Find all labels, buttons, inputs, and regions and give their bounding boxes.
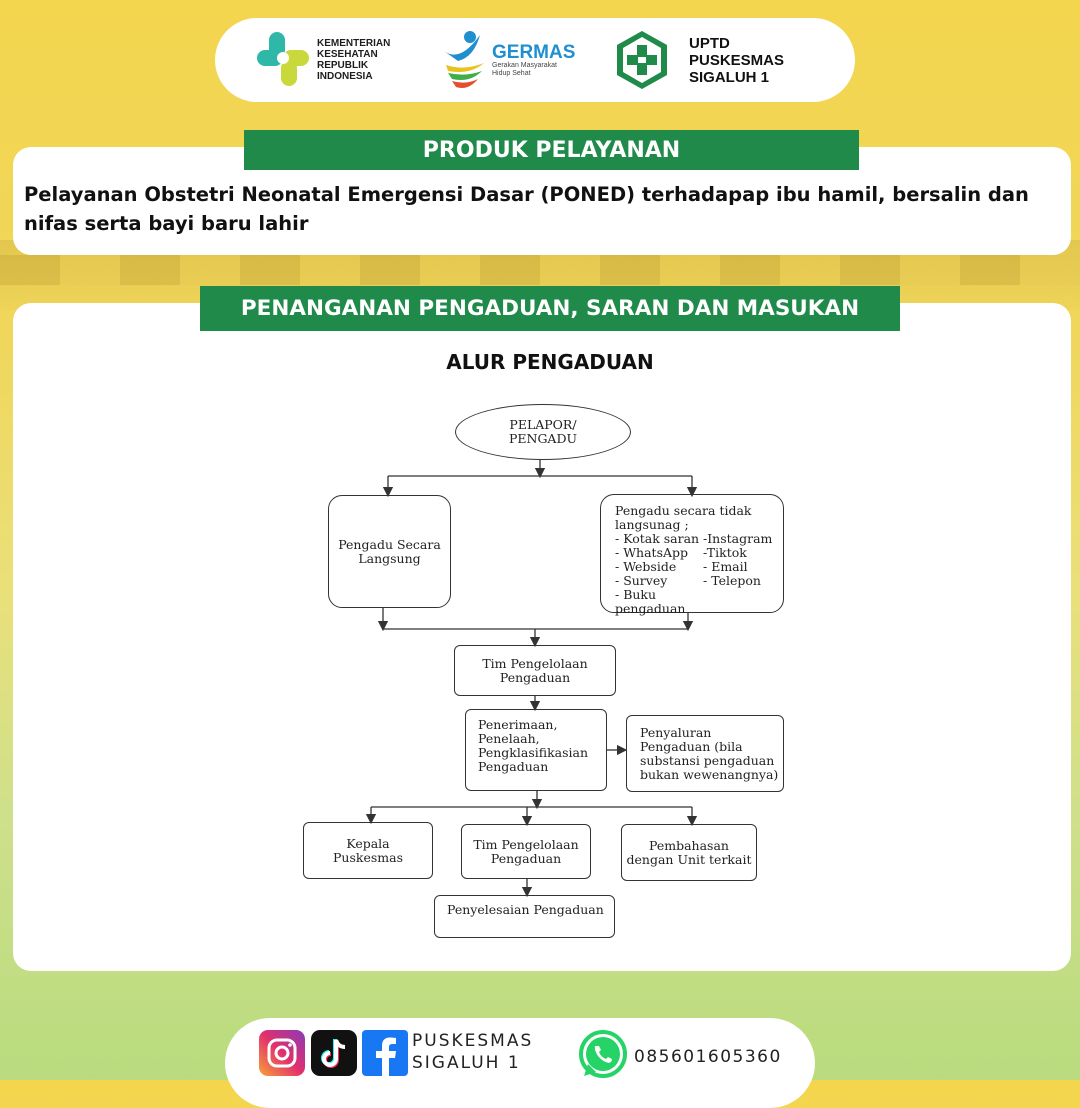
tidak-langsung-heading: Pengadu secara tidak langsunag ; bbox=[615, 504, 783, 532]
tiktok-icon[interactable] bbox=[311, 1030, 357, 1076]
tidak-langsung-channels-left: - Kotak saran - WhatsApp - Webside - Sur… bbox=[615, 532, 703, 616]
node-tim-pengelolaan-1: Tim Pengelolaan Pengaduan bbox=[454, 645, 616, 696]
node-kepala-puskesmas: Kepala Puskesmas bbox=[303, 822, 433, 879]
node-penerimaan: Penerimaan, Penelaah, Pengklasifikasian … bbox=[465, 709, 607, 791]
social-account-name: PUSKESMAS SIGALUH 1 bbox=[412, 1030, 533, 1074]
node-penyelesaian: Penyelesaian Pengaduan bbox=[434, 895, 615, 938]
facebook-icon[interactable] bbox=[362, 1030, 408, 1076]
node-pengadu-langsung: Pengadu Secara Langsung bbox=[328, 495, 451, 608]
node-tim-pengelolaan-2: Tim Pengelolaan Pengaduan bbox=[461, 824, 591, 879]
instagram-icon[interactable] bbox=[259, 1030, 305, 1076]
node-pelapor: PELAPOR/ PENGADU bbox=[455, 404, 631, 460]
whatsapp-icon[interactable] bbox=[576, 1028, 630, 1086]
tidak-langsung-channels-right: -Instagram -Tiktok - Email - Telepon bbox=[703, 532, 772, 616]
node-pembahasan: Pembahasan dengan Unit terkait bbox=[621, 824, 757, 881]
whatsapp-number[interactable]: 085601605360 bbox=[634, 1046, 782, 1068]
node-penyaluran: Penyaluran Pengaduan (bila substansi pen… bbox=[626, 715, 784, 792]
node-pengadu-tidak-langsung: Pengadu secara tidak langsunag ; - Kotak… bbox=[600, 494, 784, 613]
